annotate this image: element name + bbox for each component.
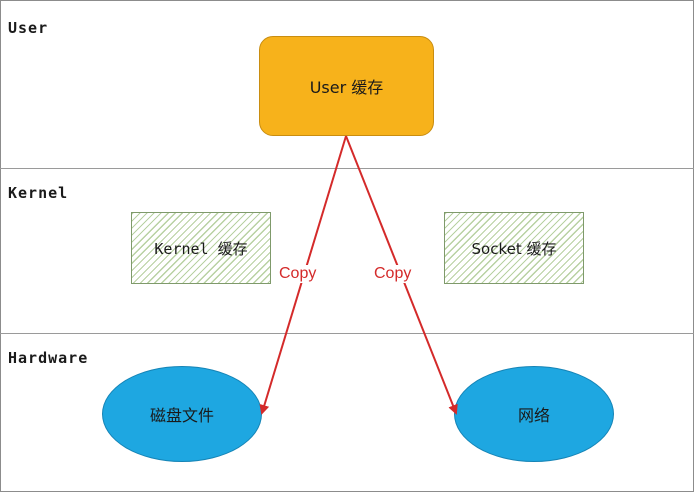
user-cache-node: User 缓存 [259,36,434,136]
network-label: 网络 [517,406,550,425]
layer-divider-kernel-hardware [0,333,694,334]
user-cache-label: User 缓存 [309,78,384,97]
layer-divider-user-kernel [0,168,694,169]
socket-cache-label: Socket 缓存 [471,239,557,258]
layer-label-hardware: Hardware [8,349,89,367]
disk-file-label: 磁盘文件 [149,406,214,425]
disk-file-node: 磁盘文件 [102,366,262,462]
kernel-cache-node: Kernel 缓存 [131,212,271,284]
socket-cache-node: Socket 缓存 [444,212,584,284]
copy-label-disk: Copy [277,265,319,283]
layer-label-kernel: Kernel [8,184,69,202]
network-node: 网络 [454,366,614,462]
copy-label-network: Copy [372,265,414,283]
kernel-cache-label: Kernel 缓存 [154,239,248,258]
layer-label-user: User [8,19,49,37]
